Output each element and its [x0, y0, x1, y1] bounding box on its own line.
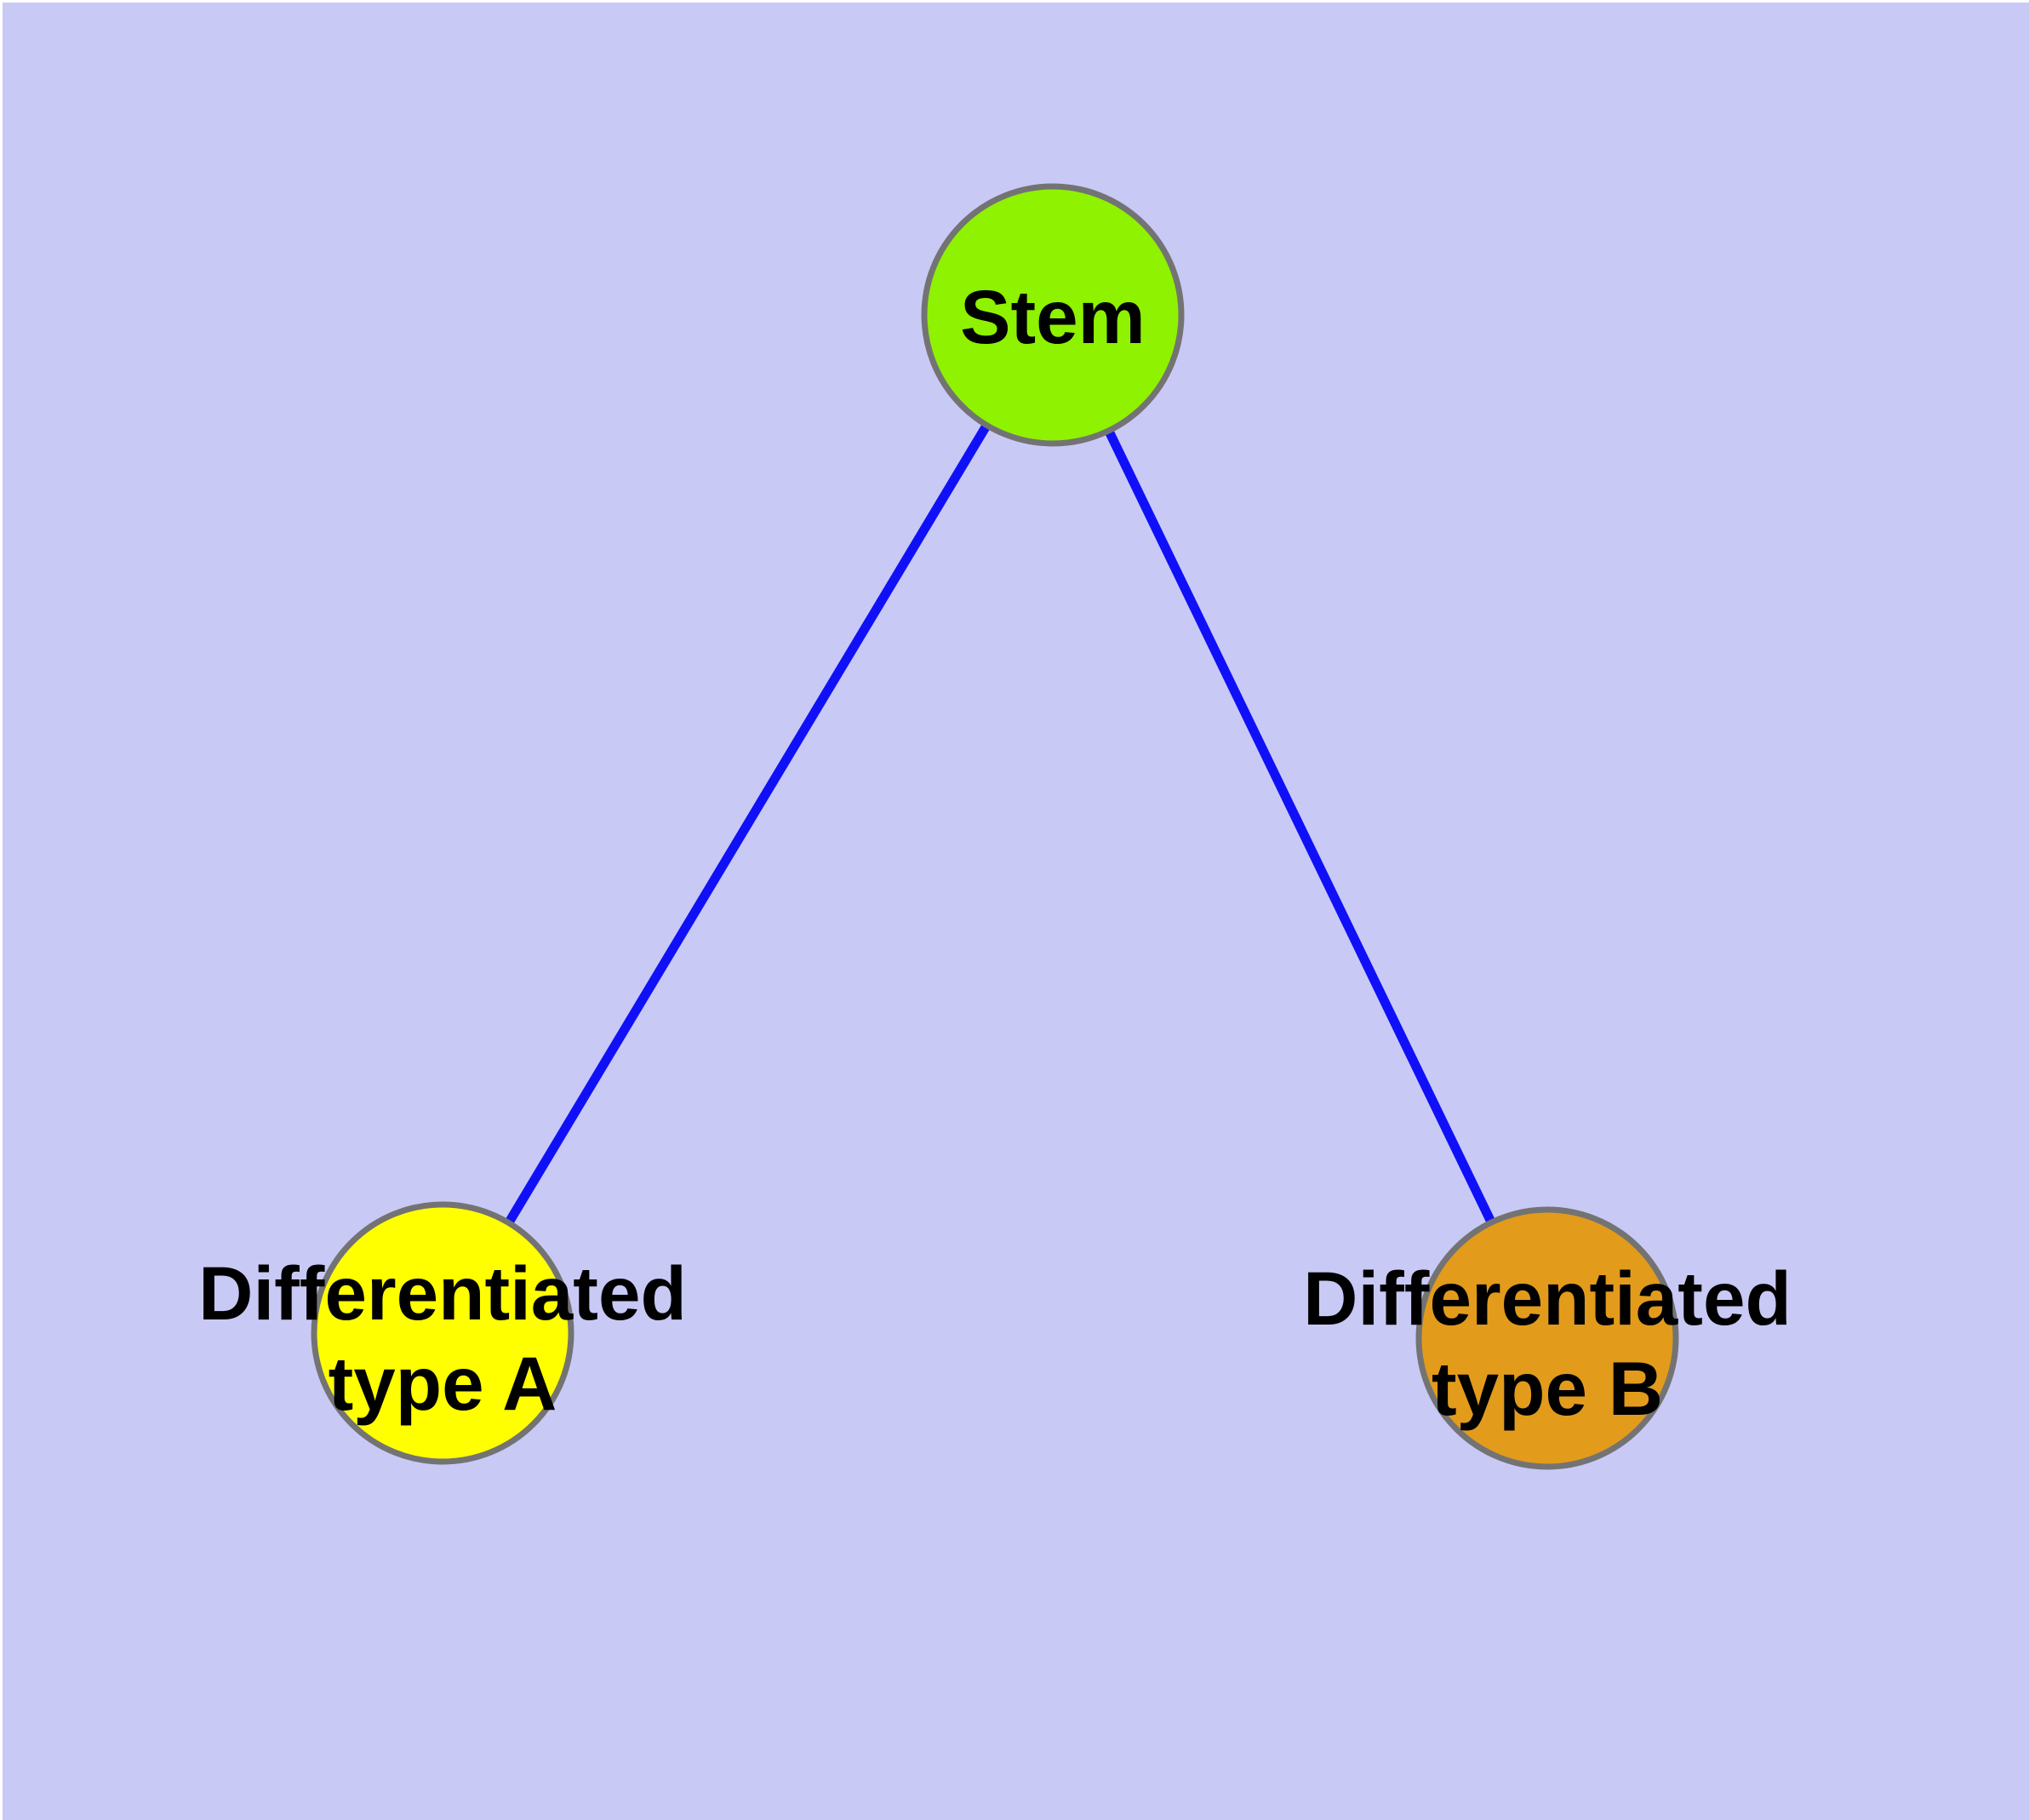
node-label-stem: Stem — [960, 274, 1146, 359]
node-label-line: type B — [1432, 1346, 1663, 1431]
node-label-line: type A — [329, 1341, 557, 1426]
node-label-line: Differentiated — [1303, 1256, 1792, 1341]
edge-stem-to-differentiated-type-a — [438, 312, 1057, 1336]
node-label-line: Stem — [960, 274, 1146, 359]
node-differentiated-type-a — [311, 1201, 574, 1465]
node-label-line: Differentiated — [198, 1251, 687, 1336]
edge-stem-to-differentiated-type-b — [1049, 312, 1552, 1341]
node-differentiated-type-b — [1415, 1206, 1679, 1470]
node-stem — [921, 183, 1185, 447]
